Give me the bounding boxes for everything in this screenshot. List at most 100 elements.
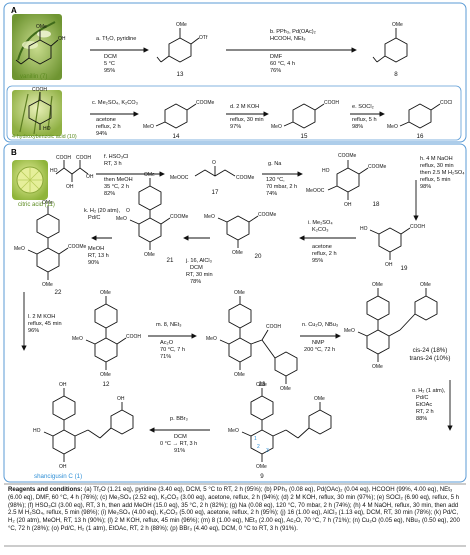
step-g-line-1: g. Na: [268, 161, 282, 167]
step-h-line-4: reflux, 5 min: [420, 177, 450, 183]
label-19: 19: [401, 265, 408, 272]
svg-text:OMe: OMe: [256, 464, 267, 470]
svg-text:OMe: OMe: [372, 282, 383, 288]
step-m-line-3: 70 °C, 7 h: [160, 347, 185, 353]
atom-number-3: 3: [266, 448, 269, 454]
step-b-line-2: HCOOH, NEt₃: [270, 36, 306, 42]
step-a-line-1: a. Tf₂O, pyridine: [96, 36, 136, 42]
svg-text:OMe: OMe: [36, 24, 47, 30]
svg-text:OH: OH: [117, 396, 125, 402]
svg-text:COOH: COOH: [266, 324, 281, 330]
step-j-line-4: 78%: [190, 279, 201, 285]
step-p-line-1: p. BBr₃: [170, 416, 188, 422]
step-d-line-1: d. 2 M KOH: [230, 104, 259, 110]
step-a-line-3: 5 °C: [104, 61, 115, 67]
svg-text:OH: OH: [59, 464, 67, 470]
footnote: Reagents and conditions: (a) Tf₂O (1.21 …: [8, 486, 462, 533]
label-17: 17: [212, 189, 219, 196]
step-k-line-3: MeOH: [88, 246, 104, 252]
panel-b-label: B: [11, 148, 17, 157]
structure-18: COOMe COOMe MeOOC OH HO: [306, 153, 387, 208]
step-a-line-4: 95%: [104, 68, 115, 74]
label-shancigusin-c: shancigusin C (1): [34, 473, 82, 480]
step-f-line-3: then MeOH: [104, 177, 133, 183]
svg-text:h. 4 M NaOH reflux, 30 min: h. 4 M NaOH reflux, 30 min then 2.5 M H₂…: [420, 156, 466, 190]
step-f-line-2: RT, 3 h: [104, 161, 122, 167]
step-l-line-3: 96%: [28, 328, 39, 334]
svg-text:COOMe: COOMe: [338, 153, 357, 159]
step-d-line-2: reflux, 30 min: [230, 117, 264, 123]
svg-text:HO: HO: [50, 168, 58, 174]
label-23: 23: [259, 381, 266, 388]
label-15: 15: [301, 133, 308, 140]
svg-text:OMe: OMe: [392, 22, 403, 28]
step-j-line-2: DCM: [190, 265, 203, 271]
svg-text:OMe: OMe: [100, 372, 111, 378]
step-i-line-5: 95%: [312, 258, 323, 264]
svg-text:COCl: COCl: [440, 100, 452, 106]
svg-text:k. H₂ (20 atm), Pd/C M: k. H₂ (20 atm), Pd/C MeOH RT, 13 h 90%: [84, 208, 122, 266]
structure-8: OMe: [372, 22, 408, 63]
svg-text:OMe: OMe: [234, 290, 245, 296]
step-g-line-4: 74%: [266, 191, 277, 197]
label-21: 21: [167, 257, 174, 264]
structure-13: OMe OTf: [156, 22, 208, 63]
svg-text:COOMe: COOMe: [170, 214, 189, 220]
structure-10: COOH HO: [28, 87, 52, 132]
step-o-line-2: Pd/C: [416, 395, 428, 401]
step-k-line-4: RT, 13 h: [88, 253, 109, 259]
step-o-line-4: RT, 2 h: [416, 409, 434, 415]
svg-text:OH: OH: [344, 202, 352, 208]
step-g-line-3: 70 mbar, 2 h: [266, 184, 297, 190]
step-o-line-5: 88%: [416, 416, 427, 422]
svg-text:n. Cu₂O, NBu₃ NMP 200: n. Cu₂O, NBu₃ NMP 200 °C, 72 h: [302, 322, 340, 353]
step-n-line-1: n. Cu₂O, NBu₃: [302, 322, 338, 328]
svg-text:m. 8, NEt₃ Ac₂O 70 °C,: m. 8, NEt₃ Ac₂O 70 °C, 7 h 71%: [156, 322, 187, 360]
label-18: 18: [373, 201, 380, 208]
step-f-line-4: 35 °C, 2 h: [104, 184, 129, 190]
atom-number-1: 1: [254, 436, 257, 442]
svg-text:O: O: [212, 160, 216, 166]
svg-text:COOH: COOH: [410, 224, 425, 230]
step-m-line-1: m. 8, NEt₃: [156, 322, 182, 328]
step-e-line-2: reflux, 5 h: [352, 117, 377, 123]
svg-text:MeO: MeO: [143, 124, 154, 130]
svg-text:OMe: OMe: [100, 290, 111, 296]
step-b-line-1: b. PPh₃, Pd(OAc)₂: [270, 29, 316, 35]
step-h-line-5: 98%: [420, 184, 431, 190]
step-k-line-5: 90%: [88, 260, 99, 266]
structure-16: COCl MeO: [387, 100, 452, 130]
svg-text:MeO: MeO: [387, 124, 398, 130]
svg-text:i. Me₂SO₄ K₂CO₃ aceton: i. Me₂SO₄ K₂CO₃ acetone reflux, 2 h 95%: [308, 220, 338, 264]
step-n-line-2: NMP: [312, 340, 325, 346]
svg-text:j. 16, AlCl₃ DCM RT, 3: j. 16, AlCl₃ DCM RT, 30 min 78%: [185, 258, 214, 285]
step-n-line-3: 200 °C, 72 h: [304, 347, 335, 353]
svg-text:OH: OH: [86, 174, 94, 180]
citrus-image: [12, 160, 48, 200]
svg-text:a. Tf₂O, pyridine DCM: a. Tf₂O, pyridine DCM 5 °C 95%: [96, 36, 138, 74]
step-f-line-1: f. HSO₃Cl: [104, 154, 128, 160]
svg-text:COOH: COOH: [76, 155, 91, 161]
svg-text:MeO: MeO: [271, 124, 282, 130]
structure-12: OMe COOH OMe MeO: [72, 290, 141, 378]
footnote-body: (a) Tf₂O (1.21 eq), pyridine (3.40 eq), …: [8, 486, 460, 532]
svg-text:MeO: MeO: [228, 428, 239, 434]
svg-text:OMe: OMe: [280, 386, 291, 392]
structure-17: O MeOOC COOMe: [170, 160, 255, 181]
step-i-line-2: K₂CO₃: [312, 227, 329, 233]
step-l-line-1: l. 2 M KOH: [28, 314, 55, 320]
label-hydroxybenzoic: 4-hydroxybenzoic acid (10): [12, 134, 77, 140]
structure-citric-acid: HO COOH COOH OH OH: [50, 155, 94, 190]
svg-text:OMe: OMe: [42, 282, 53, 288]
structure-24: OMe OMe OMe MeO: [344, 282, 438, 370]
structure-20: COOMe OMe MeO: [204, 212, 277, 256]
structure-19: COOH OH HO: [360, 224, 425, 268]
svg-text:HO: HO: [33, 428, 41, 434]
svg-text:OMe: OMe: [144, 252, 155, 258]
svg-text:COOMe: COOMe: [68, 244, 87, 250]
step-p-line-3: 0 °C → RT, 3 h: [160, 441, 197, 447]
step-c-line-4: 94%: [96, 131, 107, 137]
step-m-line-4: 71%: [160, 354, 171, 360]
step-p-line-4: 91%: [174, 448, 185, 454]
svg-text:OMe: OMe: [234, 372, 245, 378]
